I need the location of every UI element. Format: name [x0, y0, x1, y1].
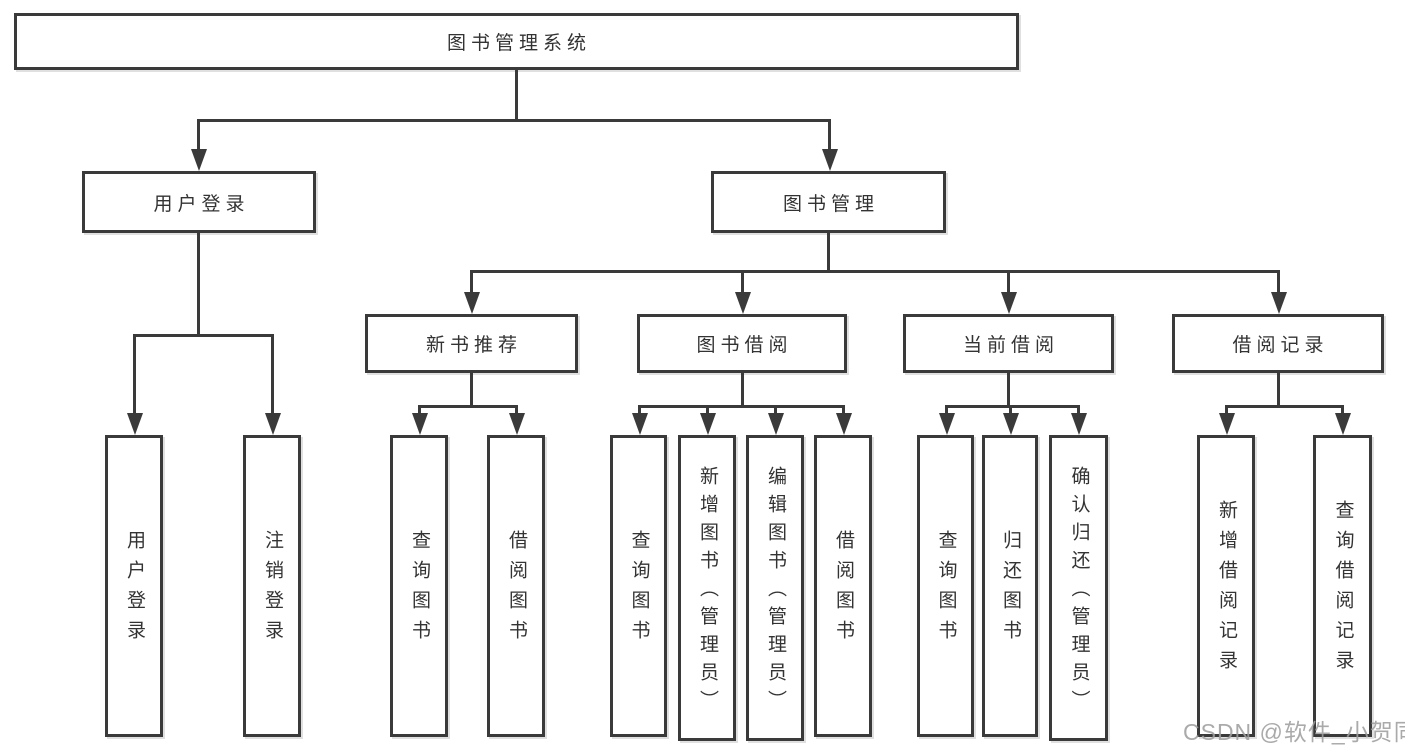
- connector-borrow-record-bar: [1225, 405, 1344, 408]
- node-current-borrow-label: 当前借阅: [962, 335, 1059, 356]
- leaf-cbw-return-book-label: 归还图书: [999, 530, 1021, 650]
- connector-drop: [1341, 405, 1344, 415]
- connector-drop-borrow-record: [1277, 270, 1280, 294]
- arrow-down-icon: [939, 413, 955, 435]
- connector-user-login-bar: [133, 334, 274, 337]
- arrow-down-icon: [509, 413, 525, 435]
- leaf-bbw-borrow-book: 借阅图书: [814, 435, 872, 737]
- leaf-user-login-label: 用户登录: [123, 530, 145, 650]
- connector-new-book-stem: [470, 373, 473, 408]
- leaf-logout: 注销登录: [243, 435, 301, 737]
- arrow-down-icon: [1001, 292, 1017, 314]
- node-root: 图书管理系统: [14, 13, 1019, 70]
- arrow-down-icon: [1335, 413, 1351, 435]
- arrow-down-icon: [1071, 413, 1087, 435]
- connector-drop: [1077, 405, 1080, 415]
- leaf-bbw-add-book-admin: 新增图书（管理员）: [678, 435, 736, 741]
- node-user-login-label: 用户登录: [153, 193, 250, 215]
- leaf-cbw-query-book-label: 查询图书: [935, 530, 957, 650]
- node-book-management: 图书管理: [711, 171, 946, 233]
- connector-book-management-stem: [827, 233, 830, 273]
- node-current-borrow: 当前借阅: [903, 314, 1114, 373]
- leaf-logout-label: 注销登录: [261, 530, 283, 650]
- connector-drop: [1009, 405, 1012, 415]
- leaf-bbw-edit-book-admin: 编辑图书（管理员）: [746, 435, 804, 741]
- connector-current-borrow-bar: [945, 405, 1080, 408]
- connector-drop-new-book: [470, 270, 473, 294]
- connector-drop-user-login: [197, 119, 200, 151]
- leaf-nbr-query-book-label: 查询图书: [408, 530, 430, 650]
- leaf-brc-query-record-label: 查询借阅记录: [1332, 500, 1354, 680]
- node-new-book-recommend-label: 新书推荐: [425, 335, 522, 356]
- node-new-book-recommend: 新书推荐: [365, 314, 578, 373]
- arrow-down-icon: [412, 413, 428, 435]
- leaf-bbw-edit-book-admin-label: 编辑图书（管理员）: [764, 466, 786, 718]
- connector-drop: [706, 405, 709, 415]
- connector-book-borrow-stem: [741, 373, 744, 408]
- connector-drop-book-borrow: [741, 270, 744, 294]
- arrow-down-icon: [464, 292, 480, 314]
- arrow-down-icon: [191, 149, 207, 171]
- leaf-bbw-add-book-admin-label: 新增图书（管理员）: [696, 466, 718, 718]
- connector-book-borrow-bar: [638, 405, 845, 408]
- leaf-cbw-confirm-return-admin: 确认归还（管理员）: [1049, 435, 1108, 741]
- arrow-down-icon: [1219, 413, 1235, 435]
- connector-current-borrow-stem: [1007, 373, 1010, 408]
- leaf-bbw-query-book: 查询图书: [610, 435, 667, 737]
- leaf-user-login: 用户登录: [105, 435, 163, 737]
- connector-drop: [638, 405, 641, 415]
- connector-drop: [774, 405, 777, 415]
- connector-borrow-record-stem: [1277, 373, 1280, 408]
- connector-drop-book-management: [828, 119, 831, 151]
- leaf-nbr-borrow-book-label: 借阅图书: [505, 530, 527, 650]
- arrow-down-icon: [632, 413, 648, 435]
- leaf-brc-add-record-label: 新增借阅记录: [1215, 500, 1237, 680]
- connector-user-login-stem: [197, 233, 200, 337]
- node-borrow-record: 借阅记录: [1172, 314, 1384, 373]
- arrow-down-icon: [1271, 292, 1287, 314]
- leaf-cbw-query-book: 查询图书: [917, 435, 974, 737]
- connector-drop-leaf-user-login: [133, 334, 136, 415]
- leaf-brc-add-record: 新增借阅记录: [1197, 435, 1255, 737]
- connector-drop-current-borrow: [1007, 270, 1010, 294]
- connector-level1-bar: [197, 119, 831, 122]
- arrow-down-icon: [822, 149, 838, 171]
- csdn-watermark: CSDN @软件_小贺同学: [1183, 719, 1405, 745]
- connector-drop: [1225, 405, 1228, 415]
- arrow-down-icon: [1003, 413, 1019, 435]
- connector-drop: [418, 405, 421, 415]
- arrow-down-icon: [735, 292, 751, 314]
- arrow-down-icon: [700, 413, 716, 435]
- leaf-nbr-borrow-book: 借阅图书: [487, 435, 545, 737]
- node-root-label: 图书管理系统: [446, 33, 591, 54]
- node-user-login: 用户登录: [82, 171, 316, 233]
- connector-root-stem: [515, 70, 518, 122]
- arrow-down-icon: [127, 413, 143, 435]
- leaf-cbw-return-book: 归还图书: [982, 435, 1038, 737]
- leaf-bbw-borrow-book-label: 借阅图书: [832, 530, 854, 650]
- connector-drop: [515, 405, 518, 415]
- arrow-down-icon: [768, 413, 784, 435]
- connector-drop: [842, 405, 845, 415]
- arrow-down-icon: [836, 413, 852, 435]
- leaf-bbw-query-book-label: 查询图书: [628, 530, 650, 650]
- connector-new-book-bar: [418, 405, 518, 408]
- node-borrow-record-label: 借阅记录: [1232, 335, 1329, 356]
- leaf-cbw-confirm-return-admin-label: 确认归还（管理员）: [1068, 466, 1090, 718]
- node-book-borrow: 图书借阅: [637, 314, 847, 373]
- arrow-down-icon: [265, 413, 281, 435]
- leaf-nbr-query-book: 查询图书: [390, 435, 448, 737]
- node-book-management-label: 图书管理: [782, 193, 879, 215]
- connector-drop: [945, 405, 948, 415]
- leaf-brc-query-record: 查询借阅记录: [1313, 435, 1372, 737]
- connector-drop-leaf-logout: [271, 334, 274, 415]
- node-book-borrow-label: 图书借阅: [696, 335, 793, 356]
- connector-level2-bar: [470, 270, 1280, 273]
